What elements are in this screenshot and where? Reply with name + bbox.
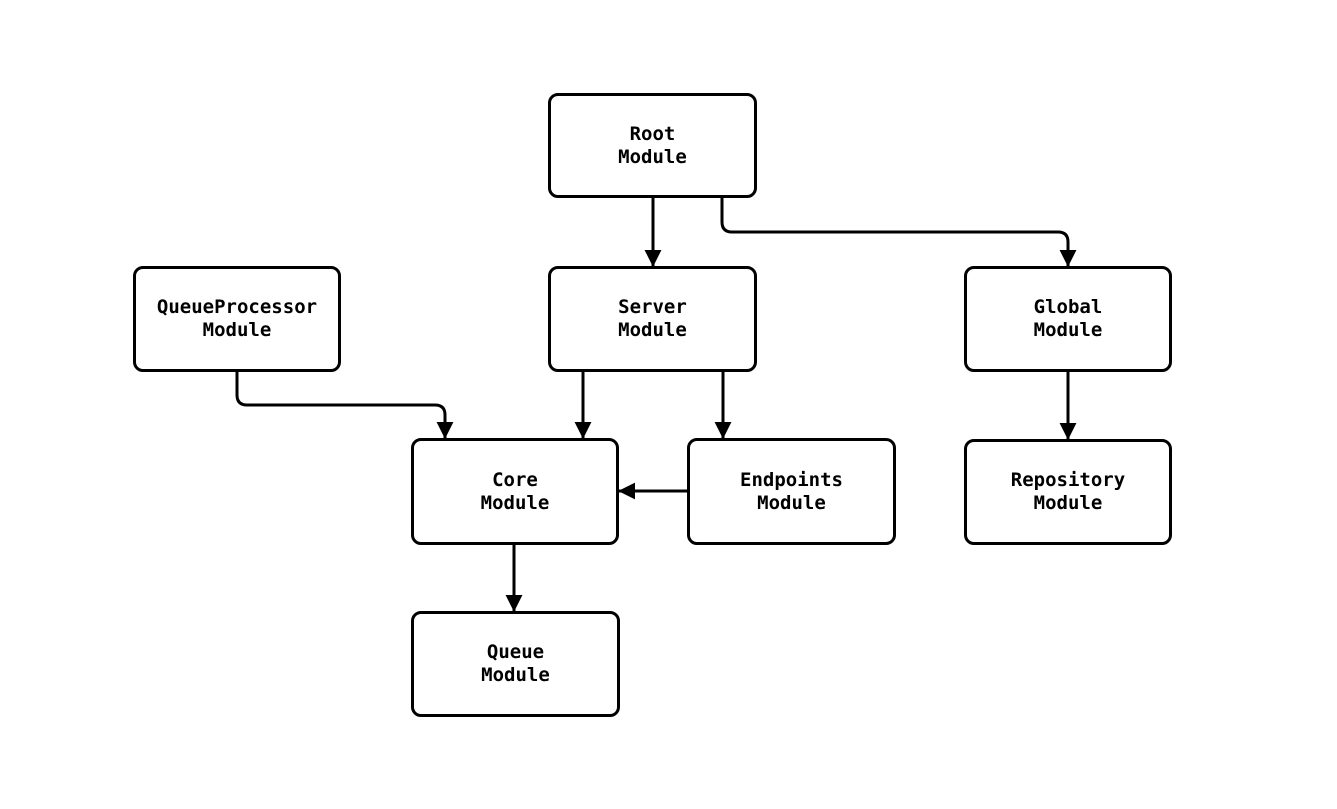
node-core-module: Core Module (411, 438, 619, 545)
node-root-module: Root Module (548, 93, 757, 198)
node-global-module-label: Global Module (1033, 296, 1103, 341)
node-repository-module: Repository Module (964, 439, 1172, 545)
node-queue-module: Queue Module (411, 611, 620, 717)
node-server-module: Server Module (548, 266, 757, 372)
node-root-module-label: Root Module (618, 122, 687, 168)
edge-root-to-global (720, 198, 1077, 267)
node-endpoints-module: Endpoints Module (687, 438, 896, 545)
node-queue-module-label: Queue Module (481, 641, 550, 686)
node-queueprocessor-module-label: QueueProcessor Module (156, 296, 318, 341)
node-global-module: Global Module (964, 266, 1172, 372)
node-endpoints-module-label: Endpoints Module (740, 468, 843, 514)
edge-queueprocessor-to-core (235, 372, 454, 439)
node-repository-module-label: Repository Module (1010, 469, 1126, 514)
node-queueprocessor-module: QueueProcessor Module (133, 266, 341, 372)
node-server-module-label: Server Module (618, 296, 687, 341)
node-core-module-label: Core Module (480, 468, 550, 514)
